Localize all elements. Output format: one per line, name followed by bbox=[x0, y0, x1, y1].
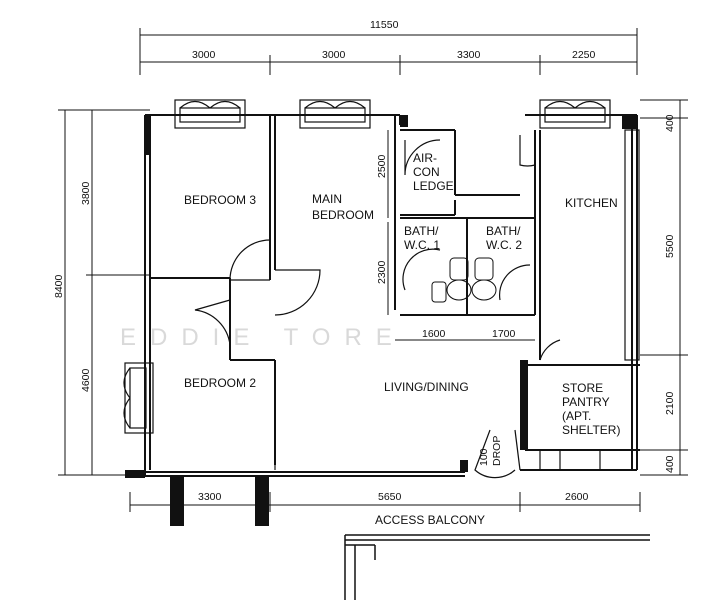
store-label-2: PANTRY bbox=[562, 395, 610, 409]
access-balcony-label: ACCESS BALCONY bbox=[375, 513, 485, 527]
store-label-4: SHELTER) bbox=[562, 423, 620, 437]
doors bbox=[194, 135, 601, 479]
door-width-label: 100 bbox=[478, 448, 490, 466]
aircon-label-1: AIR- bbox=[413, 151, 437, 165]
left-total-dim: 8400 bbox=[53, 274, 65, 298]
bedroom2-label: BEDROOM 2 bbox=[184, 376, 256, 390]
bath-fixtures bbox=[431, 257, 497, 303]
bath2-label-2: W.C. 2 bbox=[486, 238, 522, 252]
access-balcony bbox=[344, 534, 650, 600]
solid-walls bbox=[125, 115, 636, 526]
bath1-label-2: W.C. 1 bbox=[404, 238, 440, 252]
bath2-width-dim: 1700 bbox=[492, 328, 516, 340]
bottom-dim-3: 2600 bbox=[565, 491, 589, 503]
watermark-text: EDDIE TORE bbox=[120, 324, 406, 351]
right-dim-4: 400 bbox=[664, 455, 676, 473]
aircon-label-3: LEDGE bbox=[413, 179, 454, 193]
drop-label: DROP bbox=[491, 436, 503, 466]
bottom-dim-2: 5650 bbox=[378, 491, 402, 503]
bath1-label-1: BATH/ bbox=[404, 224, 439, 238]
store-label-3: (APT. bbox=[562, 409, 591, 423]
bottom-dim-1: 3300 bbox=[198, 491, 222, 503]
top-dim-4: 2250 bbox=[572, 49, 596, 61]
kitchen-label: KITCHEN bbox=[565, 196, 618, 210]
bath2-label-1: BATH/ bbox=[486, 224, 521, 238]
aircon-height-dim: 2500 bbox=[376, 154, 388, 178]
top-dim-1: 3000 bbox=[192, 49, 216, 61]
bath-height-dim: 2300 bbox=[376, 260, 388, 284]
main-bedroom-label-1: MAIN bbox=[312, 192, 342, 206]
aircon-label-2: CON bbox=[413, 165, 440, 179]
bath1-width-dim: 1600 bbox=[422, 328, 446, 340]
right-dim-3: 2100 bbox=[664, 391, 676, 415]
windows bbox=[123, 99, 640, 434]
overall-width-label: 11550 bbox=[370, 19, 399, 31]
left-upper-dim: 3800 bbox=[80, 181, 92, 205]
main-bedroom-label-2: BEDROOM bbox=[312, 208, 374, 222]
top-dim-2: 3000 bbox=[322, 49, 346, 61]
walls bbox=[130, 114, 640, 477]
dimension-lines bbox=[58, 28, 688, 512]
left-lower-dim: 4600 bbox=[80, 368, 92, 392]
living-dining-label: LIVING/DINING bbox=[384, 380, 469, 394]
bedroom3-label: BEDROOM 3 bbox=[184, 193, 256, 207]
right-dim-1: 400 bbox=[664, 114, 676, 132]
right-dim-2: 5500 bbox=[664, 234, 676, 258]
top-dim-3: 3300 bbox=[457, 49, 481, 61]
store-label-1: STORE bbox=[562, 381, 603, 395]
